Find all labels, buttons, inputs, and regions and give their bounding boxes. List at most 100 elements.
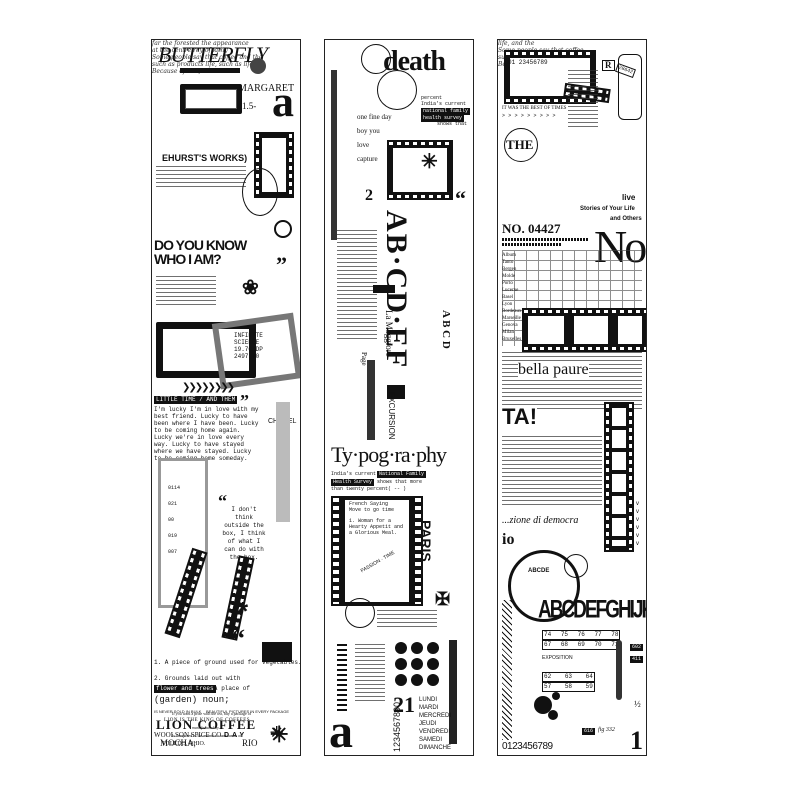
big-number-one: 1 [630,726,643,755]
ink-splatter [262,642,292,662]
script-line-2: such as products life, such as life. [152,61,256,68]
big-letter-a: a [272,77,294,126]
percent-label: percent [421,95,443,101]
death-heading: death [383,46,446,77]
newsprint-lines [337,230,377,340]
place-of-label: a place of [214,685,251,692]
tag-616: 616 [582,728,596,735]
fig-label: fig 332 [598,727,615,733]
day-badges: DAY [224,732,248,739]
ink-block [373,285,395,293]
health-survey: health survey [421,115,465,122]
zigzag-border [502,600,512,740]
film-frame-2 [331,496,423,606]
price-label: 1.5- [242,101,257,111]
film-labels: 0114 021 00 019 007 [168,485,181,555]
circle-ornament [361,44,391,74]
woman-text: 1. Woman for a Hearty Appetit and a Glor… [349,518,404,536]
india-current: India's current [421,101,467,107]
ledger-lines [568,70,598,130]
lucky-paragraph: I'm lucky I'm in love with my best frien… [154,406,259,462]
large-circle [508,550,580,622]
butterfly-title: BUTTERFLY [158,42,268,67]
ledger-lines [156,166,246,190]
tiny-line: If you want a prize with the tea, buy a … [172,711,252,716]
fraction-half: ½ [634,699,641,709]
and-others-label: and Others [610,216,642,222]
love-label: love [357,141,370,149]
one-fine-day: one fine day [357,113,392,121]
mocha-label: MOCHA, [160,738,196,748]
never-sold-line: IS NEVER SOLD IN BULK [154,709,202,714]
film-strip-wide [522,308,646,352]
weekday-list: LUNDI MARDI MERCREDI JEUDI VENDREDI SAME… [419,697,452,751]
exposition-label: EXPOSITION [542,655,573,661]
button-dot [395,674,407,686]
starburst-icon: ✳ [270,722,289,747]
button-dot [411,658,423,670]
crosshair-icon [564,554,588,578]
r-stamp: R [602,60,615,71]
script-line-1: life, and the [498,40,535,47]
digit-column: 1234567890 [392,701,402,752]
ink-block-2 [387,385,405,399]
postmark-circle [504,128,538,162]
close-quote-icon: ” [276,252,287,277]
rio-label: RIO [242,738,258,748]
capture-label: capture [357,155,378,163]
dotted-rule-2 [502,243,562,246]
button-dot [411,674,423,686]
close-quote-icon-2: ” [240,391,249,411]
script-lines [377,610,437,630]
lion-coffee-heading: LION COFFEE [156,717,257,732]
the-label: THE [506,137,534,152]
thin-film-strip [367,360,375,440]
stamp-ornament-icon [250,58,266,74]
arrows-row: > > > > > > > > > [502,113,557,119]
script-line-1: Some people say that coffee and the [152,54,263,61]
circle-ornament-2 [377,70,417,110]
excursion-label: EXCURSION [387,392,396,440]
beautiful-line: BEAUTIFUL PICTURES IN EVERY PACKAGE [206,709,289,714]
works-label: EHURST'S WORKS) [162,153,248,163]
table-row-1: 74 75 76 77 78 [542,630,621,640]
strip-1-footer: IS NEVER SOLD IN BULK BEAUTIFUL PICTURES… [151,706,301,756]
sticker-strip-typography: death percent India's current national f… [324,39,474,756]
vertical-ink-bar [331,70,337,240]
number-heading: NO. 04427 [502,221,561,236]
do-you-know-heading: DO YOU KNOW [154,237,247,253]
margaret-label: MARGARET [238,83,295,94]
script-line: far the forested the appearance [152,40,249,47]
vertical-film-strip [604,402,634,552]
french-saying: French Saying [349,501,389,507]
ink-blot [534,696,552,714]
starburst-icon-2: ✳ [270,725,284,742]
woolson-label: WOOLSON SPICE CO. [154,731,224,739]
number-two: 2 [365,187,373,204]
boy-you: boy you [357,127,380,135]
best-of-times: IT WAS THE BEST OF TIMES [502,106,567,111]
bella-paure-label: bella paure [518,361,589,378]
sticker-strip-stories: 01 23456789 R 28642 IT WAS THE BEST OF T… [497,39,647,756]
postmark-circle [242,168,278,216]
starburst-icon: ✳ [421,151,438,173]
alphabet-heading: ABCDEFGHIJK [538,596,647,624]
flower-trees-label: flower and trees [154,685,216,693]
definition-1: 1. A piece of ground used for vegetables… [154,659,301,666]
shows-that-more: shows that more [377,479,423,485]
black-grunge-frame [156,322,256,378]
number-row: 0123456789 [502,741,553,752]
democrazia-label: ...zione di democra [502,515,579,526]
city-list: Album Tanto Bergen Molde Porto Lucerne B… [502,253,522,342]
table-row-3: 62 63 64 [542,672,595,682]
sticker-strip-butterfly: BUTTERFLY far the forested the appearanc… [151,39,301,756]
dragonfly-icon: ✠ [435,589,451,609]
newsprint-lines-2 [502,436,602,506]
banner-label: LITTLE TIME / AND THEM [154,396,238,404]
io-label: io [502,531,515,548]
la-maggiore: La Maggiore [384,310,394,357]
waveform-ornament [337,644,347,714]
garden-noun: (garden) noun; [154,695,230,705]
handwriting-lines [355,644,385,704]
national-family: national family [421,108,471,115]
